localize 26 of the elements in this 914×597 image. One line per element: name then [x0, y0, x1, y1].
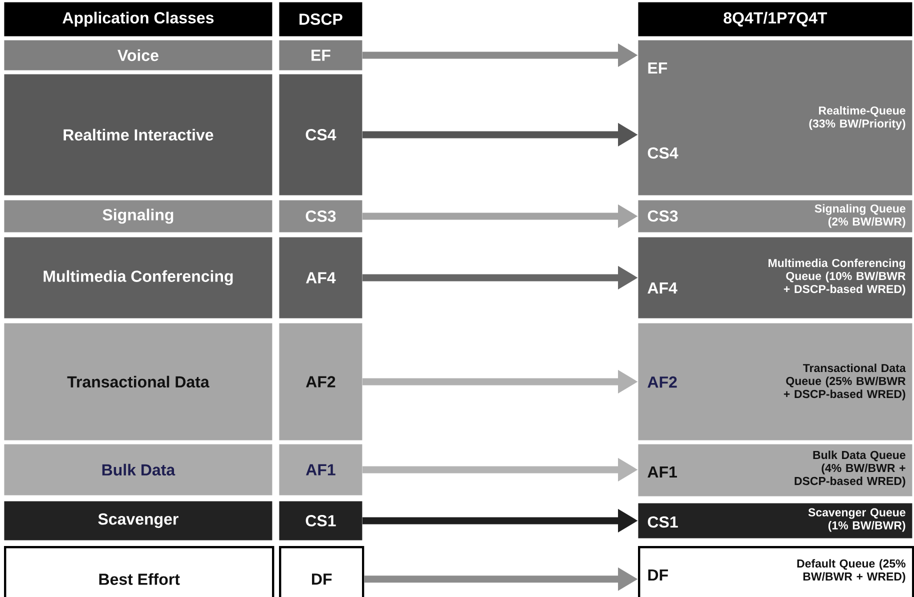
queue-box: EF CS4 Realtime-Queue (33% BW/Priority): [638, 40, 912, 196]
queue-box: CS1 Scavenger Queue (1% BW/BWR): [638, 503, 912, 538]
header-cell: 8Q4T/1P7Q4T: [638, 2, 912, 36]
header-cell: Application Classes: [4, 2, 272, 36]
dscp-box: AF2: [279, 323, 362, 440]
class-box: Transactional Data: [4, 323, 272, 440]
dscp-box: CS3: [279, 200, 362, 232]
dscp-box: DF: [279, 546, 364, 597]
class-box: Scavenger: [4, 501, 272, 540]
queue-box: AF2 Transactional Data Queue (25% BW/BWR + DSCP-based WRED): [638, 323, 912, 440]
queue-box: DF Default Queue (25% BW/BWR + WRED): [638, 546, 914, 597]
class-box: Realtime Interactive: [4, 74, 272, 196]
header-cell: DSCP: [279, 2, 362, 36]
dscp-box: CS4: [279, 74, 362, 196]
class-box: Signaling: [4, 200, 272, 232]
dscp-box: EF: [279, 40, 362, 70]
class-box: Multimedia Conferencing: [4, 237, 272, 318]
queue-box: CS3 Signaling Queue (2% BW/BWR): [638, 200, 912, 232]
class-box: Voice: [4, 40, 272, 70]
class-box: Best Effort: [4, 546, 274, 597]
dscp-box: CS1: [279, 501, 362, 540]
queue-box: AF4 Multimedia Conferencing Queue (10% BW/BWR + DSCP-based WRED): [638, 237, 912, 318]
queue-box: AF1 Bulk Data Queue (4% BW/BWR + DSCP-based WRED): [638, 444, 912, 496]
class-box: Bulk Data: [4, 444, 272, 496]
dscp-box: AF1: [279, 444, 362, 496]
dscp-box: AF4: [279, 237, 362, 318]
